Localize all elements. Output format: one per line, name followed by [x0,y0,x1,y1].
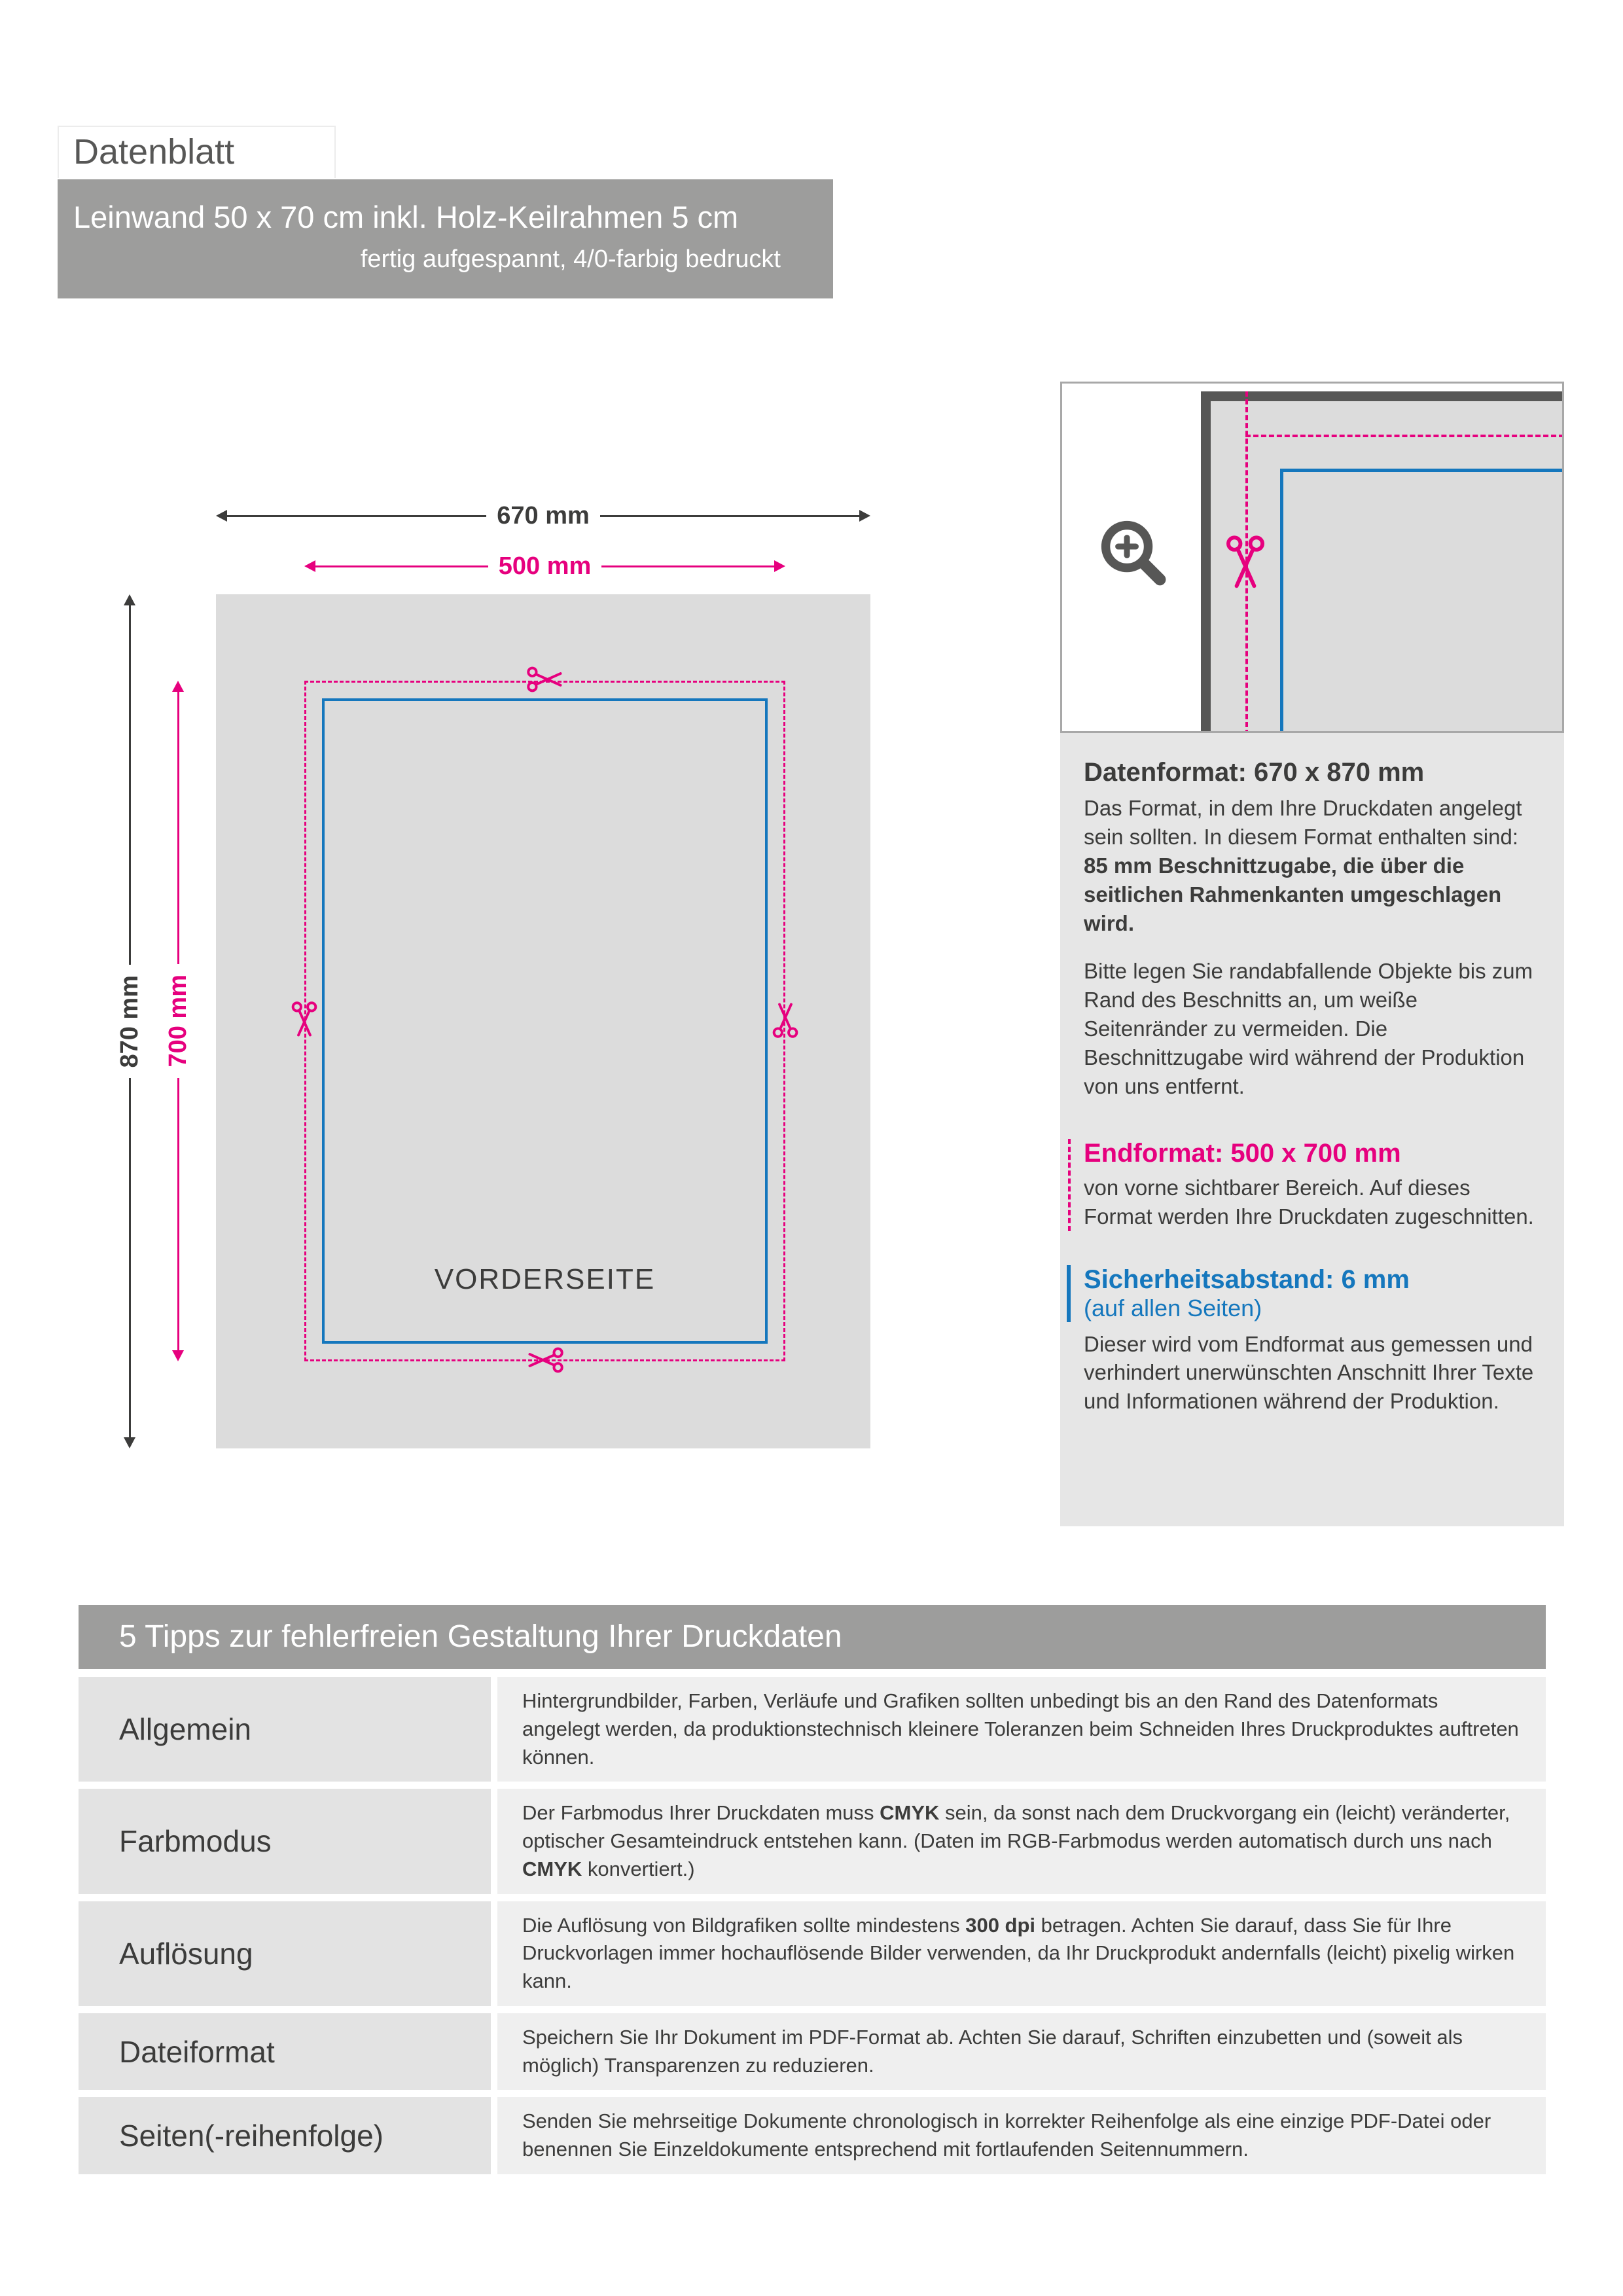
arrowhead-right-icon [859,510,871,522]
tip-text: Hintergrundbilder, Farben, Verläufe und … [497,1677,1546,1782]
datenformat-paragraph-1: Das Format, in dem Ihre Druckdaten angel… [1084,796,1522,935]
endformat-title: Endformat: 500 x 700 mm [1084,1138,1401,1168]
product-subtitle: fertig aufgespannt, 4/0-farbig bedruckt [360,245,781,273]
table-row: Allgemein Hintergrundbilder, Farben, Ver… [79,1677,1546,1782]
dimension-line [177,692,179,965]
dimension-line [227,514,487,517]
dimension-inner-width-label: 500 mm [498,552,592,580]
scissors-icon [528,1347,563,1373]
corner-zoom-detail [1060,382,1564,733]
tip-label-aufloesung: Auflösung [79,1901,491,2006]
arrowhead-down-icon [172,1350,184,1362]
tip-label-allgemein: Allgemein [79,1677,491,1782]
scissors-icon [291,1001,317,1037]
safety-margin-subtitle: (auf allen Seiten) [1084,1294,1262,1321]
product-header-bar: Leinwand 50 x 70 cm inkl. Holz-Keilrahme… [58,179,833,298]
safety-margin-line [322,698,768,1344]
dimension-line [601,565,775,567]
arrowhead-left-icon [304,560,315,572]
endformat-paragraph: von vorne sichtbarer Bereich. Auf dieses… [1084,1175,1534,1229]
zoom-safety-line-vertical [1280,469,1283,731]
endformat-block: Endformat: 500 x 700 mm von vorne sichtb… [1068,1138,1541,1231]
tip-text-content: Die Auflösung von Bildgrafiken sollte mi… [522,1913,1515,1993]
zoom-cut-line-horizontal [1245,435,1562,437]
safety-margin-block: Sicherheitsabstand: 6 mm (auf allen Seit… [1067,1265,1541,1322]
tip-text: Der Farbmodus Ihrer Druckdaten muss CMYK… [497,1789,1546,1894]
dimension-outer-height-label: 870 mm [115,975,143,1068]
tip-text-content: Der Farbmodus Ihrer Druckdaten muss CMYK… [522,1801,1510,1880]
tips-table: Allgemein Hintergrundbilder, Farben, Ver… [79,1677,1546,2174]
datenformat-paragraph-2: Bitte legen Sie randabfallende Objekte b… [1084,959,1533,1098]
dimension-line [315,565,488,567]
dimension-outer-height: 870 mm [115,594,143,1449]
dimension-line [599,514,860,517]
format-info-panel: Datenformat: 670 x 870 mm Das Format, in… [1060,733,1564,1526]
zoom-safety-line-horizontal [1280,469,1562,472]
tip-text: Die Auflösung von Bildgrafiken sollte mi… [497,1901,1546,2006]
table-row: Auflösung Die Auflösung von Bildgrafiken… [79,1901,1546,2006]
arrowhead-left-icon [216,510,227,522]
tip-label-seitenreihenfolge: Seiten(-reihenfolge) [79,2097,491,2174]
dimension-line [128,1078,131,1438]
zoom-frame-edge-left [1201,391,1211,731]
tips-section-header: 5 Tipps zur fehlerfreien Gestaltung Ihre… [79,1605,1546,1669]
dimension-inner-height: 700 mm [164,681,192,1362]
table-row: Dateiformat Speichern Sie Ihr Dokument i… [79,2013,1546,2090]
zoom-canvas-area [1201,391,1562,731]
product-title: Leinwand 50 x 70 cm inkl. Holz-Keilrahme… [73,200,739,234]
table-row: Farbmodus Der Farbmodus Ihrer Druckdaten… [79,1789,1546,1894]
scissors-icon [772,1003,798,1038]
dimension-line [177,1077,179,1351]
table-row: Seiten(-reihenfolge) Senden Sie mehrseit… [79,2097,1546,2174]
tip-label-dateiformat: Dateiformat [79,2013,491,2090]
scissors-icon [527,666,562,692]
dimension-outer-width-label: 670 mm [497,501,590,529]
tip-text-content: Hintergrundbilder, Farben, Verläufe und … [522,1689,1519,1768]
safety-margin-title: Sicherheitsabstand: 6 mm [1084,1265,1410,1294]
tip-label-farbmodus: Farbmodus [79,1789,491,1894]
arrowhead-right-icon [774,560,786,572]
safety-margin-paragraph: Dieser wird vom Endformat aus gemessen u… [1084,1331,1534,1414]
dimension-line [128,605,131,965]
dimension-inner-height-label: 700 mm [164,975,192,1067]
doc-type-label: Datenblatt [58,126,336,178]
arrowhead-down-icon [124,1437,135,1449]
zoom-frame-edge-top [1201,391,1562,401]
arrowhead-up-icon [124,594,135,605]
dimension-outer-width: 670 mm [216,501,871,529]
scissors-icon [1218,535,1273,590]
tip-text-content: Senden Sie mehrseitige Dokumente chronol… [522,2109,1491,2161]
tip-text: Speichern Sie Ihr Dokument im PDF-Format… [497,2013,1546,2090]
datenformat-area [216,594,870,1448]
tip-text: Senden Sie mehrseitige Dokumente chronol… [497,2097,1546,2174]
arrowhead-up-icon [172,681,184,692]
magnifier-plus-icon [1096,516,1169,589]
front-side-label: VORDERSEITE [434,1263,656,1295]
datenformat-title: Datenformat: 670 x 870 mm [1084,758,1425,787]
tip-text-content: Speichern Sie Ihr Dokument im PDF-Format… [522,2025,1463,2077]
dimension-inner-width: 500 mm [304,552,786,580]
